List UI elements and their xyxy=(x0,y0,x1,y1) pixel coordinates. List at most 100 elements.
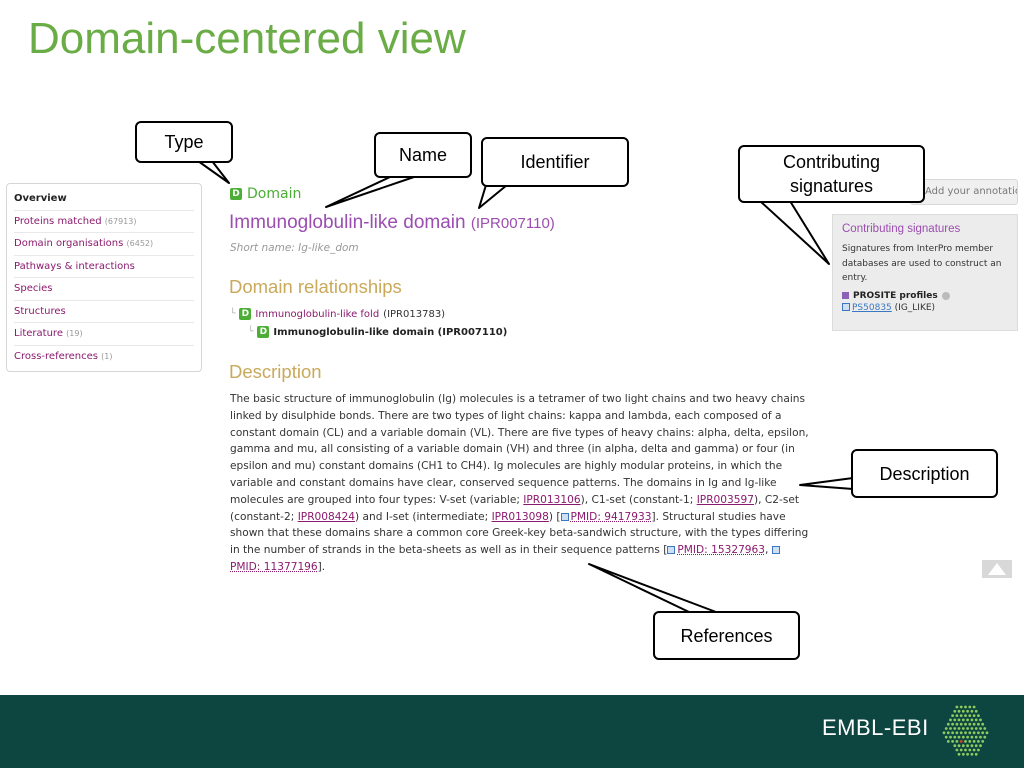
external-link-icon xyxy=(771,546,780,555)
logo-dot xyxy=(959,731,963,735)
sidebar-item-label: Pathways & interactions xyxy=(14,260,135,272)
relationship-parent: └ D Immunoglobulin-like fold (IPR013783) xyxy=(230,308,445,320)
sidebar-nav: Overview Proteins matched (67913) Domain… xyxy=(6,183,202,372)
description-segment: ) and I-set (intermediate; xyxy=(355,510,492,523)
info-icon[interactable] xyxy=(941,291,950,300)
entry-title: Immunoglobulin-like domain (IPR007110) xyxy=(229,212,555,234)
logo-dot xyxy=(968,748,972,752)
sidebar-item-count: (67913) xyxy=(104,216,137,226)
sidebar-item-label: Structures xyxy=(14,305,66,317)
logo-dot xyxy=(959,722,963,726)
entry-short-name: Short name: Ig-like_dom xyxy=(230,242,359,254)
sidebar-item-cross-references[interactable]: Cross-references (1) xyxy=(14,346,194,368)
logo-dot xyxy=(981,722,985,726)
external-link-icon xyxy=(560,512,569,521)
signature-link[interactable]: PS50835 xyxy=(852,302,892,313)
pmid-link[interactable]: PMID: 15327963 xyxy=(677,544,766,557)
logo-dot xyxy=(979,727,982,730)
sidebar-item-count: (19) xyxy=(66,329,83,338)
sidebar-item-domain-organisations[interactable]: Domain organisations (6452) xyxy=(14,233,194,256)
callout-pointer-type xyxy=(197,160,230,184)
sidebar-item-overview[interactable]: Overview xyxy=(14,188,194,211)
callout-label: signatures xyxy=(789,176,874,196)
external-link-icon xyxy=(842,302,850,311)
logo-dot xyxy=(981,740,985,743)
sidebar-item-proteins-matched[interactable]: Proteins matched (67913) xyxy=(14,211,194,233)
logo-dot xyxy=(949,718,952,722)
sidebar-item-literature[interactable]: Literature (19) xyxy=(14,323,194,346)
pmid-link[interactable]: PMID: 11377196 xyxy=(230,560,318,573)
logo-dot xyxy=(966,744,969,748)
interpro-ref-link[interactable]: IPR003597 xyxy=(696,493,755,506)
interpro-ref-link[interactable]: IPR013106 xyxy=(523,493,581,506)
logo-dot xyxy=(961,727,965,730)
logo-dot xyxy=(951,740,954,743)
database-name: PROSITE profiles xyxy=(853,290,938,301)
interpro-ref-link[interactable]: IPR013098 xyxy=(491,510,549,523)
logo-dot xyxy=(968,731,972,735)
description-segment: ]. xyxy=(317,560,326,573)
description-segment: ), C2-set (constant-2; xyxy=(230,493,800,523)
logo-dot xyxy=(968,714,972,717)
logo-dot xyxy=(957,718,961,722)
logo-dot xyxy=(972,714,976,717)
add-annotation-button[interactable]: Add your annotation xyxy=(910,179,1018,205)
parent-entry-id: (IPR013783) xyxy=(383,308,446,320)
sidebar-item-structures[interactable]: Structures xyxy=(14,301,194,323)
logo-dot xyxy=(970,735,974,739)
logo-dot xyxy=(964,731,967,735)
sidebar-item-label: Cross-references xyxy=(14,350,98,362)
logo-dot xyxy=(955,722,959,726)
scroll-to-top-button[interactable] xyxy=(982,560,1012,578)
callout-identifier: Identifier xyxy=(481,137,629,187)
logo-dot xyxy=(955,714,959,717)
description-segment: ), C1-set (constant-1; xyxy=(580,493,697,506)
domain-type-icon: D xyxy=(257,326,270,338)
relationships-heading: Domain relationships xyxy=(229,276,402,297)
logo-dot xyxy=(961,709,965,713)
logo-dot xyxy=(953,735,957,739)
logo-dot xyxy=(979,718,982,722)
logo-dot xyxy=(957,744,961,748)
callout-pointer-contributing xyxy=(759,200,830,265)
sidebar-item-pathways[interactable]: Pathways & interactions xyxy=(14,256,194,278)
external-link-icon xyxy=(667,546,676,555)
callout-type: Type xyxy=(135,121,233,163)
logo-dot xyxy=(964,740,967,743)
logo-dot xyxy=(968,722,972,726)
pmid-link[interactable]: PMID: 9417933 xyxy=(570,510,652,523)
callout-contributing-signatures: Contributing signatures xyxy=(738,145,925,203)
logo-dot xyxy=(959,748,963,752)
logo-dot xyxy=(955,731,959,735)
callout-label: Identifier xyxy=(520,152,590,172)
interpro-ref-link[interactable]: IPR008424 xyxy=(297,510,356,523)
logo-dot xyxy=(946,722,950,726)
sidebar-item-label: Overview xyxy=(14,193,67,204)
logo-dot xyxy=(977,740,980,743)
logo-dot xyxy=(970,727,974,730)
description-text: The basic structure of immunoglobulin (I… xyxy=(230,391,812,576)
logo-dot xyxy=(966,735,969,739)
logo-dot xyxy=(961,718,965,722)
logo-dot xyxy=(946,740,950,743)
callout-name: Name xyxy=(374,132,472,178)
sidebar-item-label: Proteins matched xyxy=(14,215,102,227)
description-heading: Description xyxy=(229,361,322,382)
logo-dot xyxy=(964,722,967,726)
description-segment: ]. Structural studies have shown that th… xyxy=(230,510,809,557)
logo-dot xyxy=(981,731,985,735)
contributing-signatures-text: Signatures from InterPro member database… xyxy=(842,244,1002,283)
sidebar-item-label: Literature xyxy=(14,328,63,339)
logo-dot xyxy=(974,718,978,722)
logo-dot xyxy=(972,748,976,752)
ebi-logo-icon xyxy=(942,705,989,756)
parent-entry-link[interactable]: Immunoglobulin-like fold xyxy=(255,308,380,320)
logo-dot xyxy=(972,740,976,743)
sidebar-item-species[interactable]: Species xyxy=(14,278,194,301)
logo-dot xyxy=(966,752,969,756)
contributing-signatures-panel: Contributing signatures Signatures from … xyxy=(832,214,1018,331)
logo-dot xyxy=(972,722,976,726)
signature-name: (IG_LIKE) xyxy=(894,302,936,313)
logo-dot xyxy=(949,727,952,730)
callout-label: Description xyxy=(879,463,970,484)
